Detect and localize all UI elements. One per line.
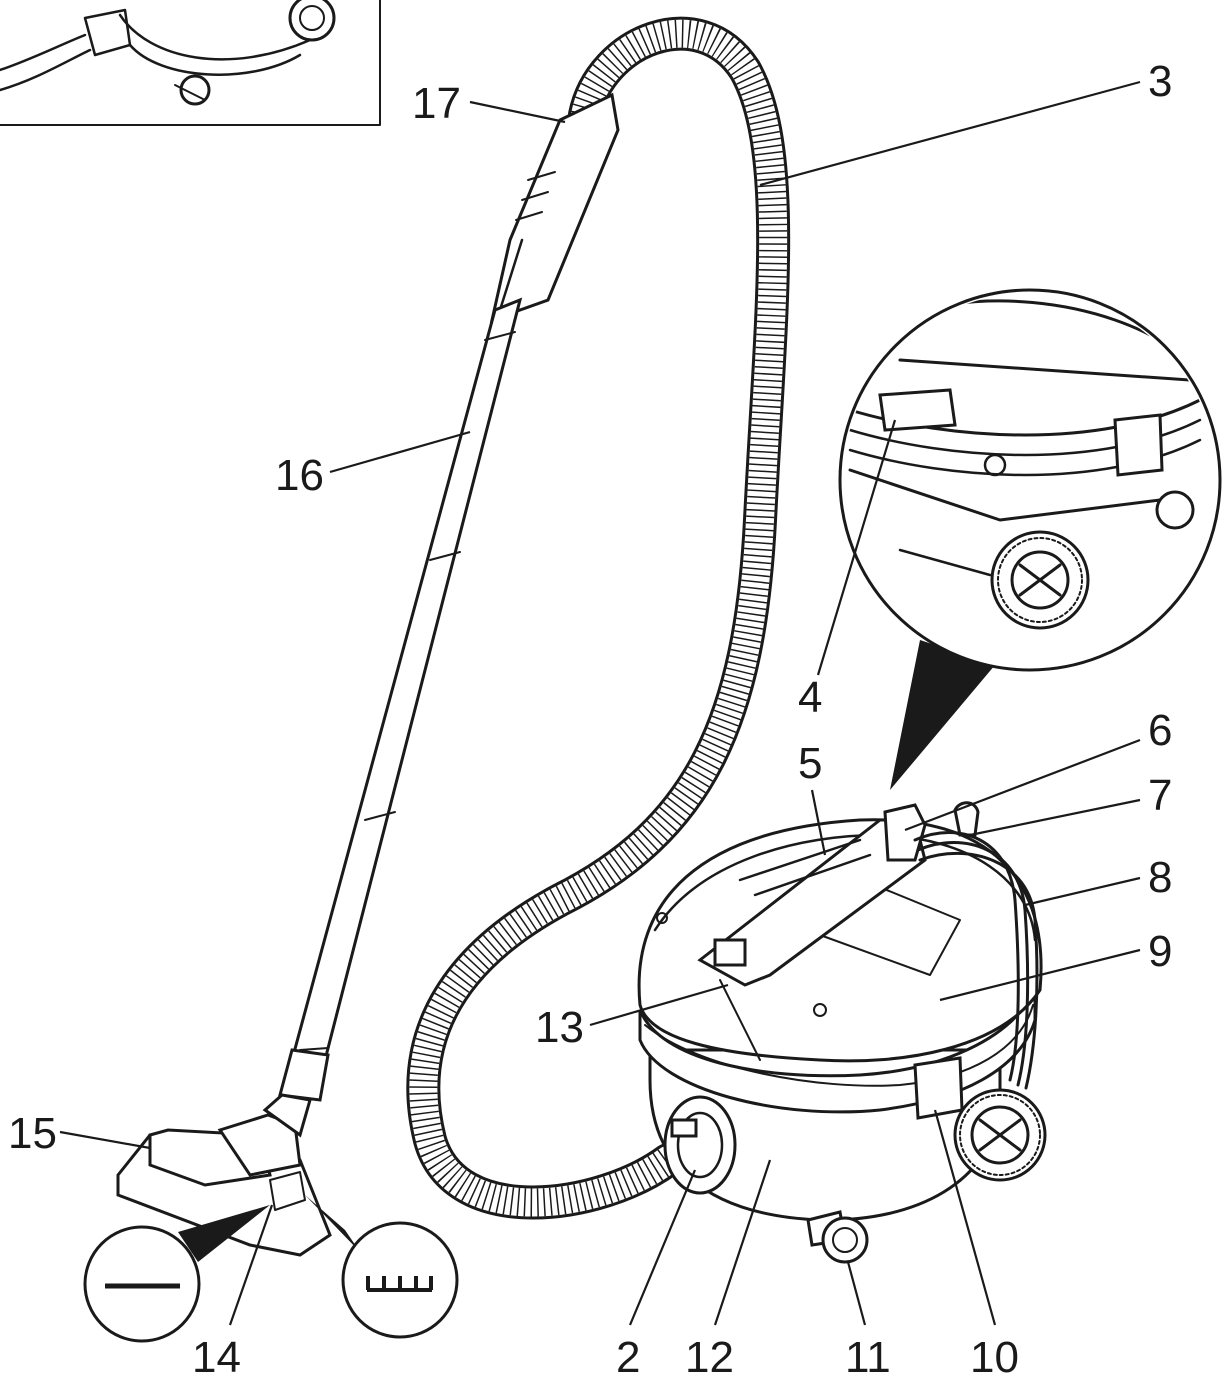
suction-hose [406,16,791,1220]
rear-wheel [953,1088,1047,1182]
brush-bristles-icon [366,1276,433,1292]
callout-2: 2 [616,1333,640,1378]
leader-lines [59,80,1141,1326]
vacuum-body [637,801,1047,1264]
callout-12: 12 [685,1333,734,1378]
hose-handle [489,92,620,323]
callout-3: 3 [1148,57,1172,106]
floor-nozzle [116,1093,332,1257]
zoom-wheel [990,530,1090,630]
pointer-hard-floor [178,1205,270,1262]
front-castor [806,1210,869,1264]
callout-13: 13 [535,1003,584,1052]
callout-4: 4 [798,673,822,722]
callout-17: 17 [412,79,461,128]
callout-labels: 17 3 16 4 5 6 7 8 9 13 15 14 2 12 11 10 [8,57,1172,1378]
callout-14: 14 [192,1333,241,1378]
callout-7: 7 [1148,771,1172,820]
callout-5: 5 [798,739,822,788]
callout-15: 15 [8,1109,57,1158]
inset-top-left [0,0,381,126]
carpet-mode [341,1221,459,1339]
callout-10: 10 [970,1333,1019,1378]
callout-6: 6 [1148,706,1172,755]
zoom-inset [838,288,1222,672]
callout-9: 9 [1148,927,1172,976]
zoom-pointer [890,640,995,790]
callout-16: 16 [275,451,324,500]
pointer-carpet [305,1195,360,1252]
callout-8: 8 [1148,853,1172,902]
hard-floor-mode [83,1225,201,1343]
callout-11: 11 [845,1333,891,1378]
telescopic-tube [278,297,523,1102]
